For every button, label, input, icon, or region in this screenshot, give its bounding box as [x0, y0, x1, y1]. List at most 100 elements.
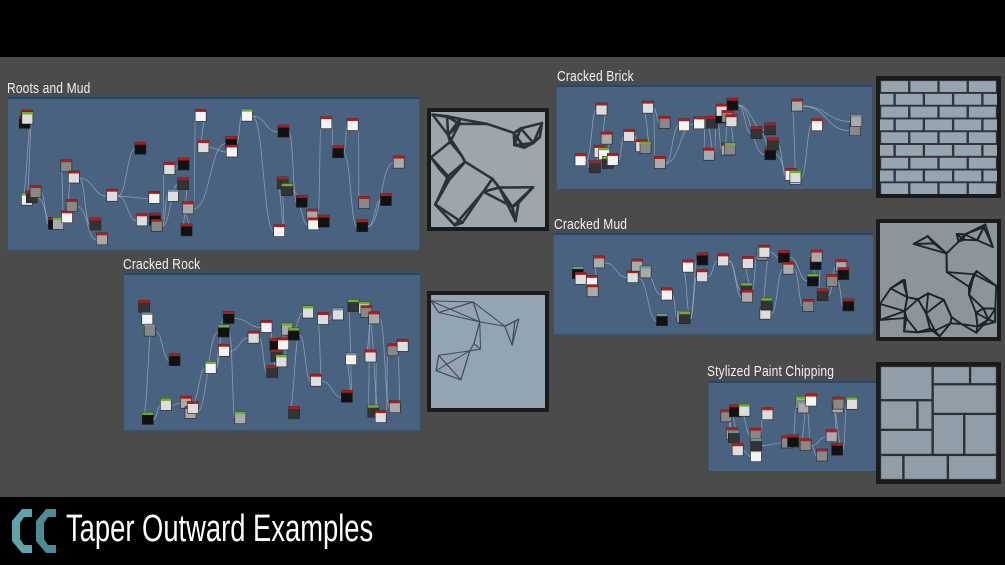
graph-node[interactable] [392, 155, 405, 169]
graph-node[interactable] [799, 438, 812, 451]
graph-node[interactable] [89, 217, 102, 231]
graph-node[interactable] [194, 109, 207, 122]
graph-node[interactable] [678, 311, 691, 325]
graph-node[interactable] [787, 434, 799, 448]
graph-node[interactable] [826, 274, 838, 287]
graph-node[interactable] [811, 118, 823, 132]
graph-node[interactable] [396, 339, 409, 352]
graph-node[interactable] [364, 349, 377, 363]
graph-node[interactable] [631, 258, 643, 272]
graph-node[interactable] [816, 288, 829, 302]
graph-node[interactable] [761, 407, 774, 421]
graph-node[interactable] [760, 297, 773, 311]
graph-node[interactable] [741, 289, 753, 303]
graph-node[interactable] [639, 265, 652, 279]
graph-node[interactable] [222, 311, 235, 324]
graph-node[interactable] [356, 219, 369, 233]
graph-node[interactable] [150, 218, 163, 232]
graph-node[interactable] [358, 196, 370, 209]
graph-node[interactable] [726, 97, 739, 111]
graph-node[interactable] [225, 144, 238, 158]
graph-node[interactable] [65, 199, 78, 212]
graph-node[interactable] [177, 157, 190, 171]
graph-node[interactable] [750, 126, 763, 139]
graph-node[interactable] [727, 430, 740, 443]
graph-node[interactable] [141, 312, 154, 325]
graph-node[interactable] [805, 393, 817, 407]
graph-node[interactable] [731, 443, 744, 456]
graph-node[interactable] [797, 400, 810, 414]
graph-node[interactable] [288, 406, 300, 419]
graph-node[interactable] [696, 252, 709, 266]
graph-node[interactable] [277, 337, 289, 351]
graph-node[interactable] [724, 142, 736, 156]
graph-node[interactable] [750, 438, 763, 451]
graph-node[interactable] [782, 261, 795, 275]
graph-node[interactable] [693, 116, 706, 130]
graph-node[interactable] [789, 170, 802, 183]
graph-node[interactable] [29, 185, 42, 198]
graph-node[interactable] [317, 312, 329, 325]
graph-node[interactable] [177, 177, 189, 190]
graph-node[interactable] [626, 270, 639, 283]
graph-node[interactable] [52, 217, 64, 230]
graph-node[interactable] [368, 311, 380, 325]
graph-node[interactable] [234, 411, 247, 425]
graph-node[interactable] [143, 323, 156, 337]
graph-node[interactable] [332, 307, 344, 321]
graph-node[interactable] [717, 253, 729, 267]
graph-node[interactable] [347, 299, 360, 312]
graph-node[interactable] [846, 396, 858, 410]
graph-node[interactable] [802, 299, 815, 312]
graph-node[interactable] [606, 153, 619, 166]
graph-node[interactable] [656, 313, 668, 326]
graph-node[interactable] [832, 396, 845, 410]
graph-node[interactable] [275, 354, 288, 368]
graph-node[interactable] [810, 249, 823, 263]
graph-node[interactable] [281, 183, 293, 196]
graph-node[interactable] [658, 116, 671, 129]
graph-node[interactable] [320, 116, 333, 129]
graph-node[interactable] [266, 365, 278, 378]
graph-node[interactable] [310, 373, 322, 387]
graph-node[interactable] [758, 244, 771, 258]
graph-node[interactable] [346, 118, 359, 131]
graph-node[interactable] [217, 324, 230, 338]
graph-node[interactable] [807, 273, 819, 287]
graph-node[interactable] [21, 111, 34, 125]
graph-node[interactable] [850, 114, 863, 127]
graph-node[interactable] [197, 140, 210, 153]
graph-node[interactable] [260, 320, 273, 333]
graph-node[interactable] [61, 210, 73, 224]
graph-node[interactable] [136, 213, 148, 227]
graph-node[interactable] [96, 232, 108, 246]
graph-node[interactable] [167, 189, 179, 202]
graph-node[interactable] [825, 429, 838, 443]
graph-node[interactable] [623, 129, 635, 142]
graph-node[interactable] [273, 224, 285, 237]
graph-node[interactable] [593, 255, 605, 269]
graph-node[interactable] [682, 259, 694, 273]
graph-node[interactable] [307, 217, 320, 231]
graph-node[interactable] [374, 410, 387, 423]
graph-node[interactable] [574, 272, 587, 285]
graph-node[interactable] [138, 299, 150, 313]
graph-node[interactable] [586, 284, 599, 297]
graph-node[interactable] [816, 448, 828, 462]
graph-node[interactable] [134, 141, 147, 155]
graph-node[interactable] [180, 223, 193, 237]
graph-node[interactable] [345, 352, 357, 366]
graph-node[interactable] [182, 201, 194, 215]
graph-node[interactable] [696, 269, 708, 283]
graph-node[interactable] [277, 124, 290, 138]
graph-node[interactable] [388, 400, 401, 414]
graph-node[interactable] [639, 141, 652, 154]
graph-node[interactable] [302, 305, 314, 319]
graph-node[interactable] [247, 330, 260, 344]
graph-node[interactable] [296, 194, 308, 208]
graph-node[interactable] [738, 403, 751, 417]
graph-node[interactable] [574, 153, 587, 167]
graph-node[interactable] [287, 327, 300, 341]
graph-node[interactable] [842, 298, 855, 312]
graph-node[interactable] [725, 114, 738, 128]
